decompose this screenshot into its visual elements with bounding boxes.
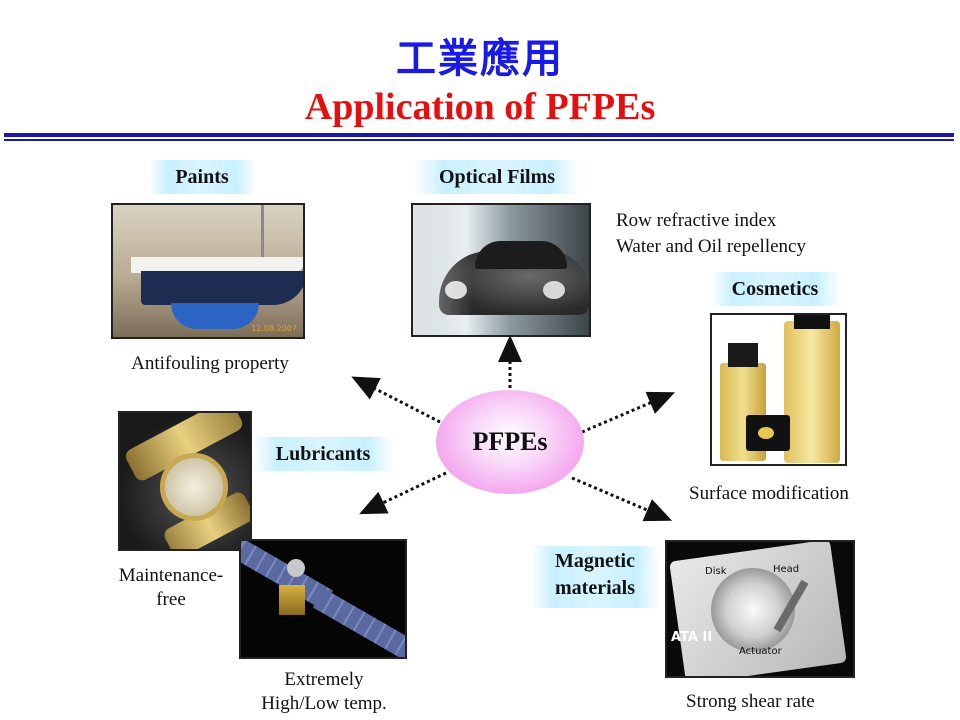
page-title-english: Application of PFPEs bbox=[304, 86, 656, 128]
category-label-magnetic-materials: Magnetic materials bbox=[530, 546, 660, 608]
category-label-optical-films: Optical Films bbox=[414, 160, 580, 194]
hdd-label-actuator: Actuator bbox=[739, 646, 782, 657]
photo-satellite bbox=[239, 539, 407, 659]
arrow-lower-right-icon bbox=[571, 476, 673, 522]
hdd-label-disk: Disk bbox=[705, 566, 727, 577]
caption-lubricants-watch-line1: Maintenance- bbox=[118, 565, 224, 586]
title-divider-thick bbox=[4, 133, 954, 137]
caption-lubricants-sat-line1: Extremely bbox=[284, 669, 364, 690]
photo-cosmetics bbox=[710, 313, 847, 466]
photo-boat: 12.08.2007 bbox=[111, 203, 305, 339]
caption-cosmetics: Surface modification bbox=[689, 483, 849, 504]
category-label-paints: Paints bbox=[148, 160, 256, 194]
caption-magnetic: Strong shear rate bbox=[686, 691, 815, 712]
photo-watch bbox=[118, 411, 252, 551]
photo-hard-disk: Disk Head Actuator ATA II bbox=[665, 540, 855, 678]
caption-optical-line1: Row refractive index bbox=[616, 210, 777, 231]
arrow-upper-left-icon bbox=[351, 376, 441, 424]
caption-paints: Antifouling property bbox=[131, 353, 289, 374]
caption-lubricants-watch-line2: free bbox=[156, 589, 186, 610]
magnetic-label-line2: materials bbox=[555, 577, 635, 599]
photo-car bbox=[411, 203, 591, 337]
caption-lubricants-sat-line2: High/Low temp. bbox=[261, 693, 387, 714]
magnetic-label-line1: Magnetic bbox=[555, 550, 635, 572]
boat-photo-stamp: 12.08.2007 bbox=[251, 324, 297, 333]
arrow-lower-left-icon bbox=[359, 471, 447, 515]
center-node-pfpes: PFPEs bbox=[436, 390, 584, 494]
caption-optical-line2: Water and Oil repellency bbox=[616, 236, 806, 257]
category-label-cosmetics: Cosmetics bbox=[710, 272, 840, 306]
category-label-lubricants: Lubricants bbox=[252, 437, 394, 471]
hdd-label-ata: ATA II bbox=[671, 630, 713, 645]
title-divider-thin bbox=[4, 139, 954, 141]
arrow-upper-right-icon bbox=[581, 391, 676, 434]
page-title-chinese: 工業應用 bbox=[396, 36, 564, 82]
hdd-label-head: Head bbox=[773, 564, 800, 575]
